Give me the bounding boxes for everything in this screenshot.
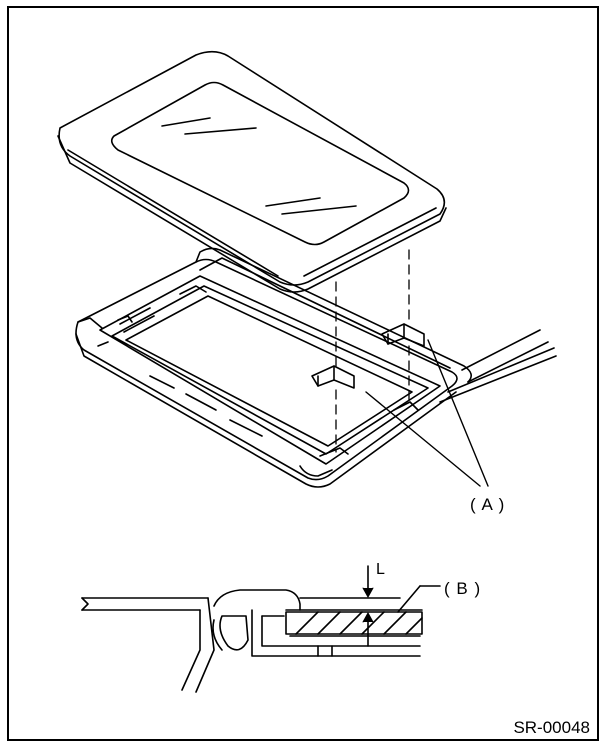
dimension-l-label: L [376, 561, 385, 578]
callout-b-label: ( B ) [444, 579, 482, 598]
callout-a-leaders [365, 339, 489, 487]
cross-section [81, 565, 441, 693]
glass-panel [57, 50, 447, 293]
figure-code: SR-00048 [513, 718, 590, 737]
clip-parts [311, 323, 425, 389]
roof-frame [75, 247, 557, 488]
callout-a-label: ( A ) [470, 495, 506, 514]
alignment-guides [335, 249, 410, 453]
